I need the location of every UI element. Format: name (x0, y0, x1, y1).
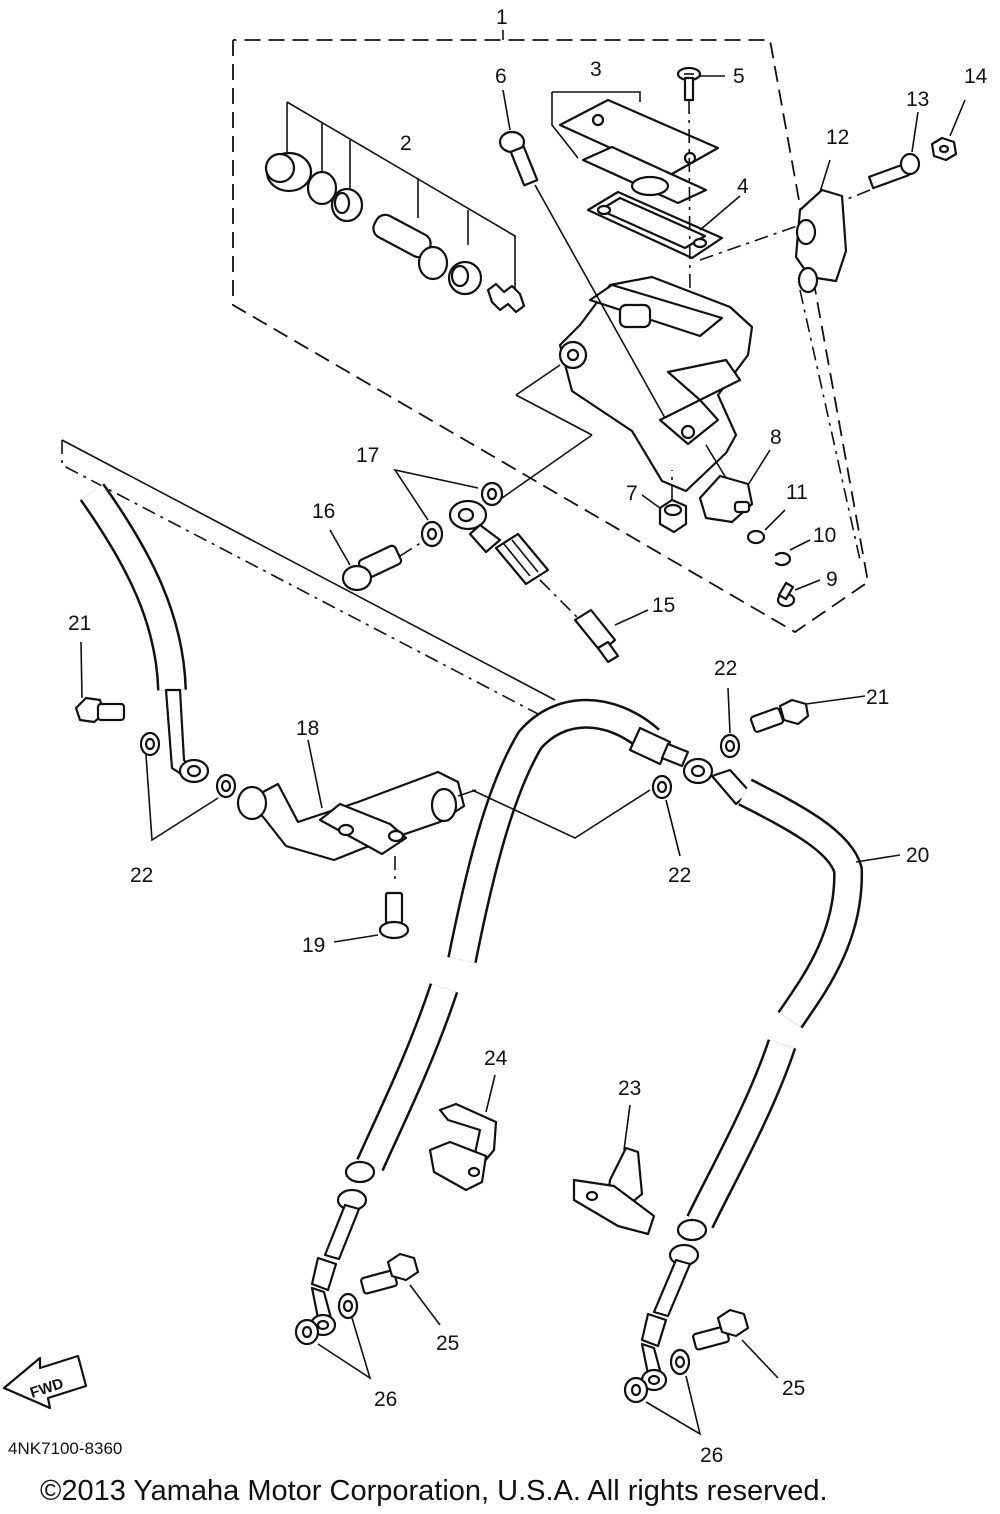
clamp-24 (428, 1074, 498, 1192)
callout-6: 6 (495, 65, 507, 88)
callout-19: 19 (302, 934, 325, 957)
lower-left-hose (309, 983, 459, 1337)
callout-11: 11 (786, 481, 808, 504)
callout-16: 16 (312, 500, 335, 523)
callout-1: 1 (496, 6, 508, 29)
diaphragm-4 (586, 190, 741, 260)
callout-14: 14 (964, 65, 988, 88)
switch-8 (698, 444, 771, 524)
bolt-25-right (692, 1308, 779, 1379)
washer-26-right (623, 1348, 702, 1436)
bolt-19 (333, 891, 410, 943)
callout-13: 13 (906, 88, 929, 111)
nut-7 (641, 470, 688, 534)
diagram-code: 4NK7100-8360 (8, 1439, 122, 1458)
fwd-arrow-icon: FWD (2, 1354, 88, 1410)
callout-25-left: 25 (436, 1332, 459, 1355)
callout-12: 12 (826, 126, 849, 149)
callout-3: 3 (590, 58, 602, 81)
master-cylinder-body (558, 224, 801, 493)
callout-15: 15 (652, 594, 675, 617)
callout-23: 23 (618, 1077, 641, 1100)
screw-5 (676, 66, 725, 301)
washer-17 (393, 468, 504, 548)
washer-22-left (139, 731, 237, 842)
washer-26-left (294, 1292, 372, 1380)
hose-15 (448, 364, 649, 664)
nut-14 (930, 99, 966, 162)
callout-9: 9 (826, 568, 838, 591)
callout-21-right: 21 (866, 686, 889, 709)
lower-right-hose (640, 1039, 797, 1392)
callout-26-left: 26 (374, 1388, 397, 1411)
callout-20: 20 (906, 844, 929, 867)
left-hose (79, 483, 210, 784)
callout-7: 7 (626, 482, 638, 505)
screw-9 (776, 579, 821, 608)
callout-10: 10 (813, 524, 836, 547)
callout-26-right: 26 (700, 1444, 723, 1467)
joint-18 (236, 739, 466, 885)
reservoir-cap-3 (551, 91, 720, 205)
callout-21-left: 21 (68, 612, 91, 635)
callout-2: 2 (400, 132, 412, 155)
bolt-21-right (749, 695, 866, 733)
piston-kit-2 (264, 101, 526, 314)
callout-25-right: 25 (782, 1377, 805, 1400)
callout-8: 8 (770, 426, 782, 449)
hose-20 (447, 698, 901, 1029)
callout-4: 4 (737, 175, 749, 198)
callout-22-top-right: 22 (714, 657, 737, 680)
callout-24: 24 (484, 1047, 508, 1070)
clamp-23 (572, 1104, 656, 1236)
bolt-13 (844, 111, 921, 201)
union-bolt-16 (329, 529, 423, 592)
bolt-25-left (360, 1252, 441, 1326)
callout-22-left: 22 (130, 864, 153, 887)
washer-22-right (651, 687, 741, 857)
callout-22-bottom-right: 22 (668, 864, 691, 887)
clip-10 (774, 539, 811, 567)
callout-18: 18 (296, 717, 319, 740)
bolt-21-left (74, 641, 126, 724)
copyright-notice: ©2013 Yamaha Motor Corporation, U.S.A. A… (40, 1475, 828, 1507)
callout-5: 5 (733, 65, 745, 88)
bolt-6 (498, 89, 666, 419)
assembly-1-boundary (232, 39, 869, 634)
washer-11 (746, 509, 786, 545)
callout-17: 17 (356, 444, 379, 467)
holder-12 (794, 159, 861, 561)
